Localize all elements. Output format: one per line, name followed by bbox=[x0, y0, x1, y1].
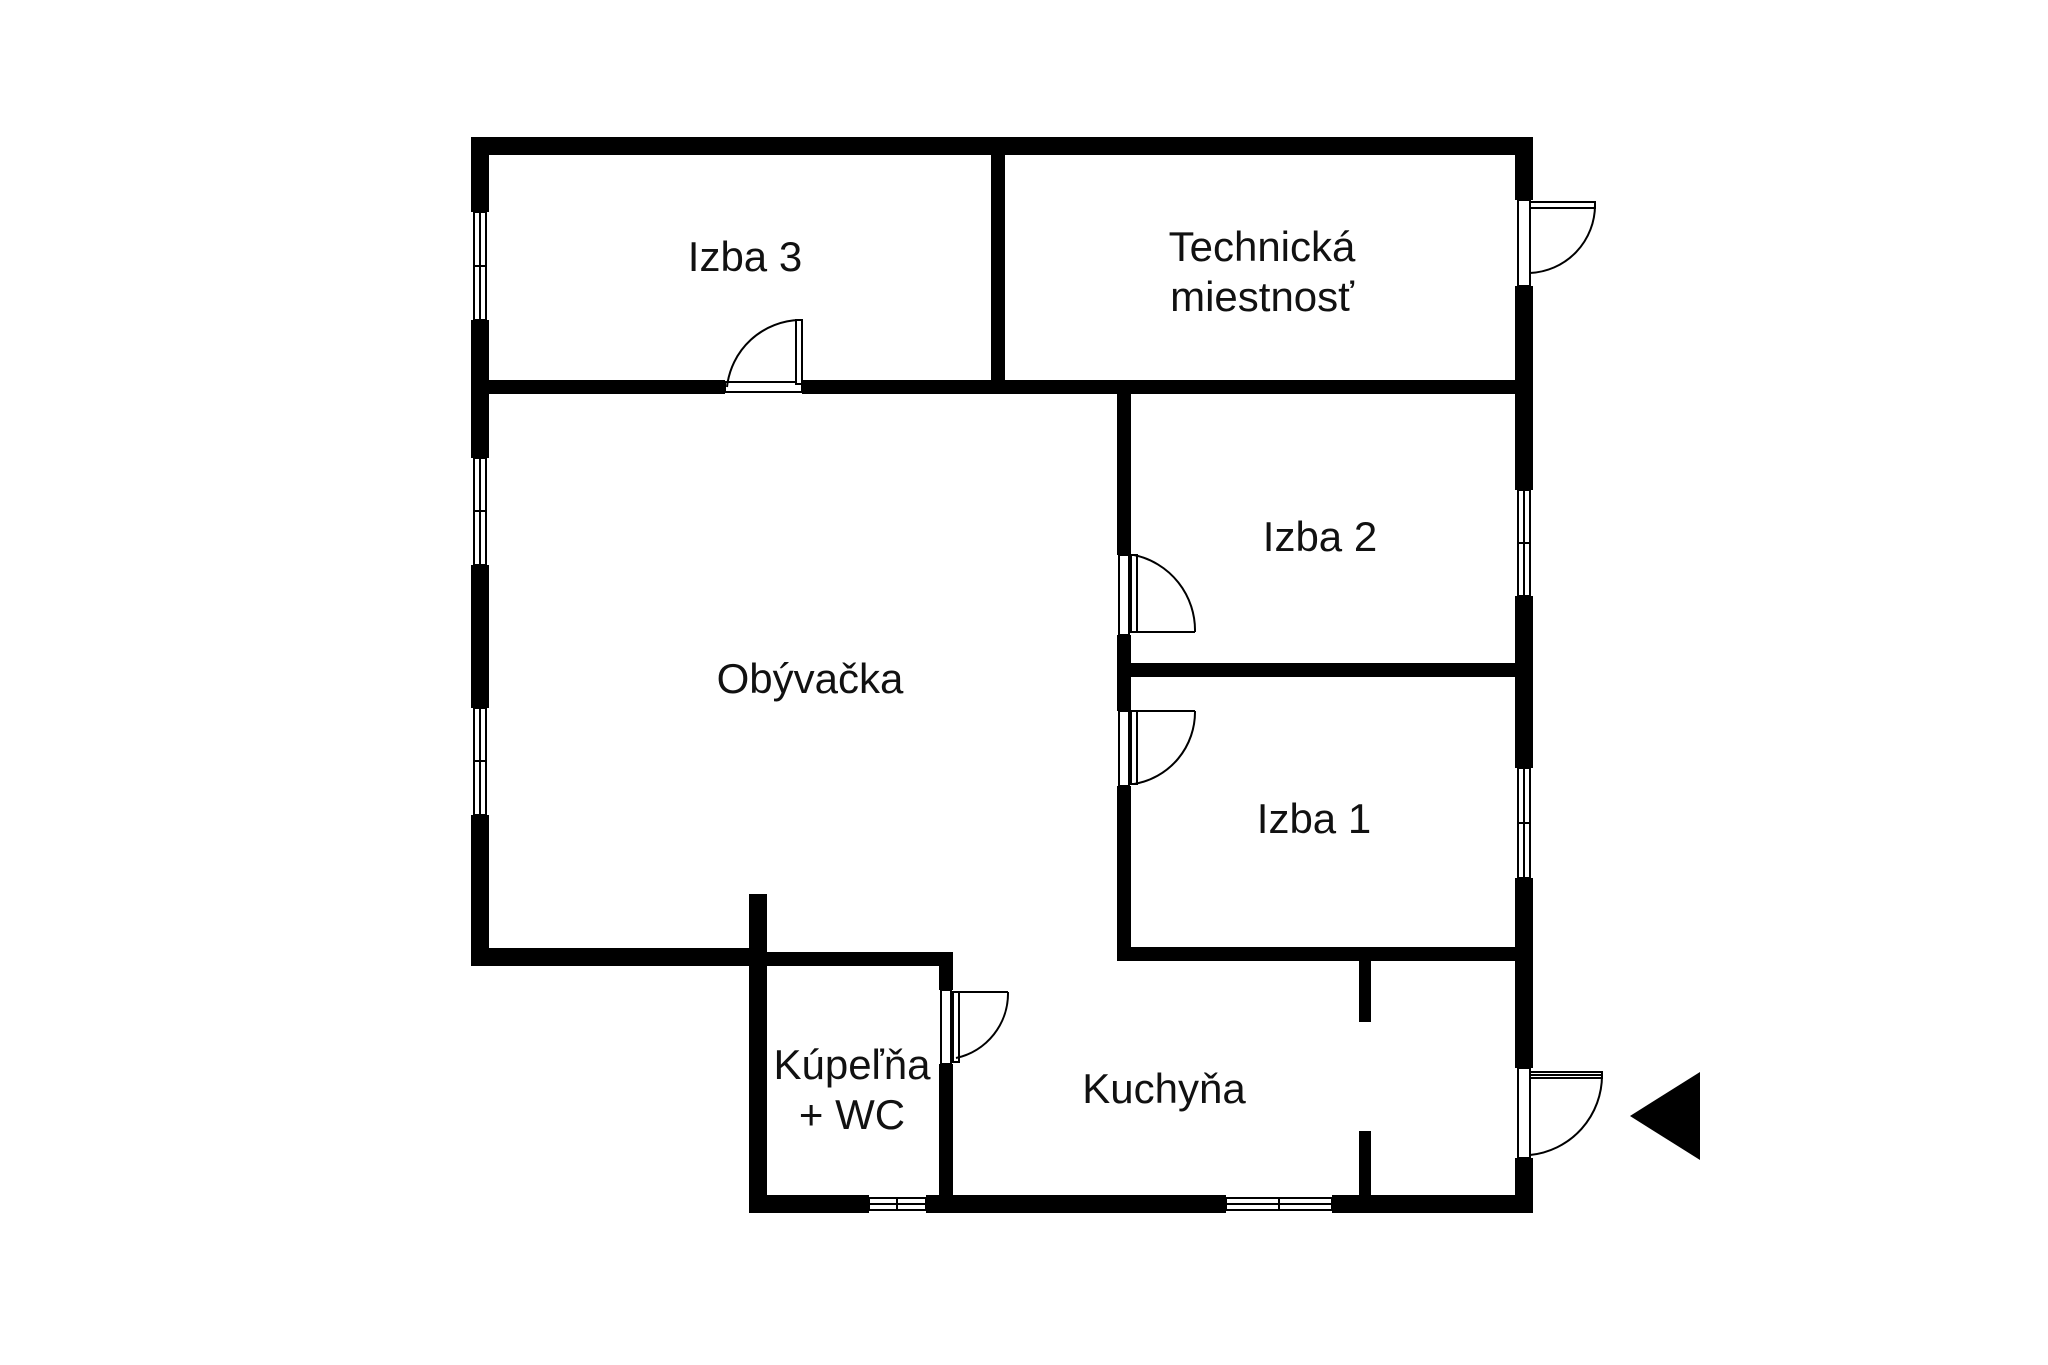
wall-bottom-segment bbox=[749, 1195, 869, 1213]
wall-kitchen-stub bbox=[1359, 1131, 1371, 1201]
wall-partition-vertical bbox=[1117, 387, 1131, 555]
wall-partition-upper bbox=[802, 380, 1533, 394]
wall-kitchen-stub bbox=[1359, 960, 1371, 1022]
wall-bottom-segment bbox=[926, 1195, 1226, 1213]
window bbox=[473, 211, 487, 321]
door-kupelna bbox=[940, 989, 1010, 1065]
wall-bath-left bbox=[749, 958, 767, 1213]
room-label-izba3: Izba 3 bbox=[688, 233, 802, 280]
wall-right-segment bbox=[1515, 1158, 1533, 1213]
room-labels: Izba 3 Technická miestnosť Izba 2 Obývač… bbox=[688, 223, 1377, 1138]
room-label-izba2: Izba 2 bbox=[1263, 513, 1377, 560]
wall-right-segment bbox=[1515, 137, 1533, 200]
door-izba1 bbox=[1118, 710, 1197, 787]
window bbox=[1225, 1197, 1333, 1211]
doors bbox=[724, 199, 1604, 1159]
triangle-left-icon bbox=[1630, 1072, 1700, 1160]
wall-right-segment bbox=[1515, 878, 1533, 1068]
door-izba3 bbox=[724, 319, 803, 393]
wall-partition-izba3-technicka bbox=[991, 137, 1005, 387]
door-izba2 bbox=[1118, 554, 1197, 636]
walls bbox=[471, 137, 1533, 1213]
wall-bath-top bbox=[749, 952, 953, 966]
wall-bottom-segment bbox=[1332, 1195, 1532, 1213]
wall-partition-vertical bbox=[1117, 786, 1131, 960]
window bbox=[1517, 489, 1531, 597]
wall-left-segment bbox=[471, 565, 489, 708]
wall-izba1-bottom bbox=[1117, 947, 1533, 961]
room-label-kuchyna: Kuchyňa bbox=[1082, 1065, 1246, 1112]
window bbox=[473, 457, 487, 566]
room-label-technicka-line2: miestnosť bbox=[1170, 273, 1355, 320]
room-label-obyvacka: Obývačka bbox=[717, 655, 904, 702]
wall-bath-right bbox=[939, 1064, 953, 1212]
door-entrance bbox=[1517, 1067, 1604, 1159]
door-technicka bbox=[1517, 199, 1597, 287]
window bbox=[868, 1197, 927, 1211]
wall-left-segment bbox=[471, 137, 489, 212]
wall-left-segment bbox=[471, 815, 489, 961]
room-label-technicka: Technická bbox=[1169, 223, 1356, 270]
room-label-izba1: Izba 1 bbox=[1257, 795, 1371, 842]
windows bbox=[473, 211, 1531, 1211]
wall-bath-right bbox=[939, 952, 953, 990]
wall-partition-izba2-izba1 bbox=[1117, 663, 1533, 677]
window bbox=[1517, 767, 1531, 879]
window bbox=[473, 707, 487, 816]
wall-living-bottom bbox=[471, 948, 751, 966]
room-label-kupelna: Kúpeľňa bbox=[773, 1041, 931, 1088]
wall-right-segment bbox=[1515, 596, 1533, 768]
room-label-kupelna-line2: + WC bbox=[799, 1091, 905, 1138]
wall-partition-upper bbox=[471, 380, 725, 394]
